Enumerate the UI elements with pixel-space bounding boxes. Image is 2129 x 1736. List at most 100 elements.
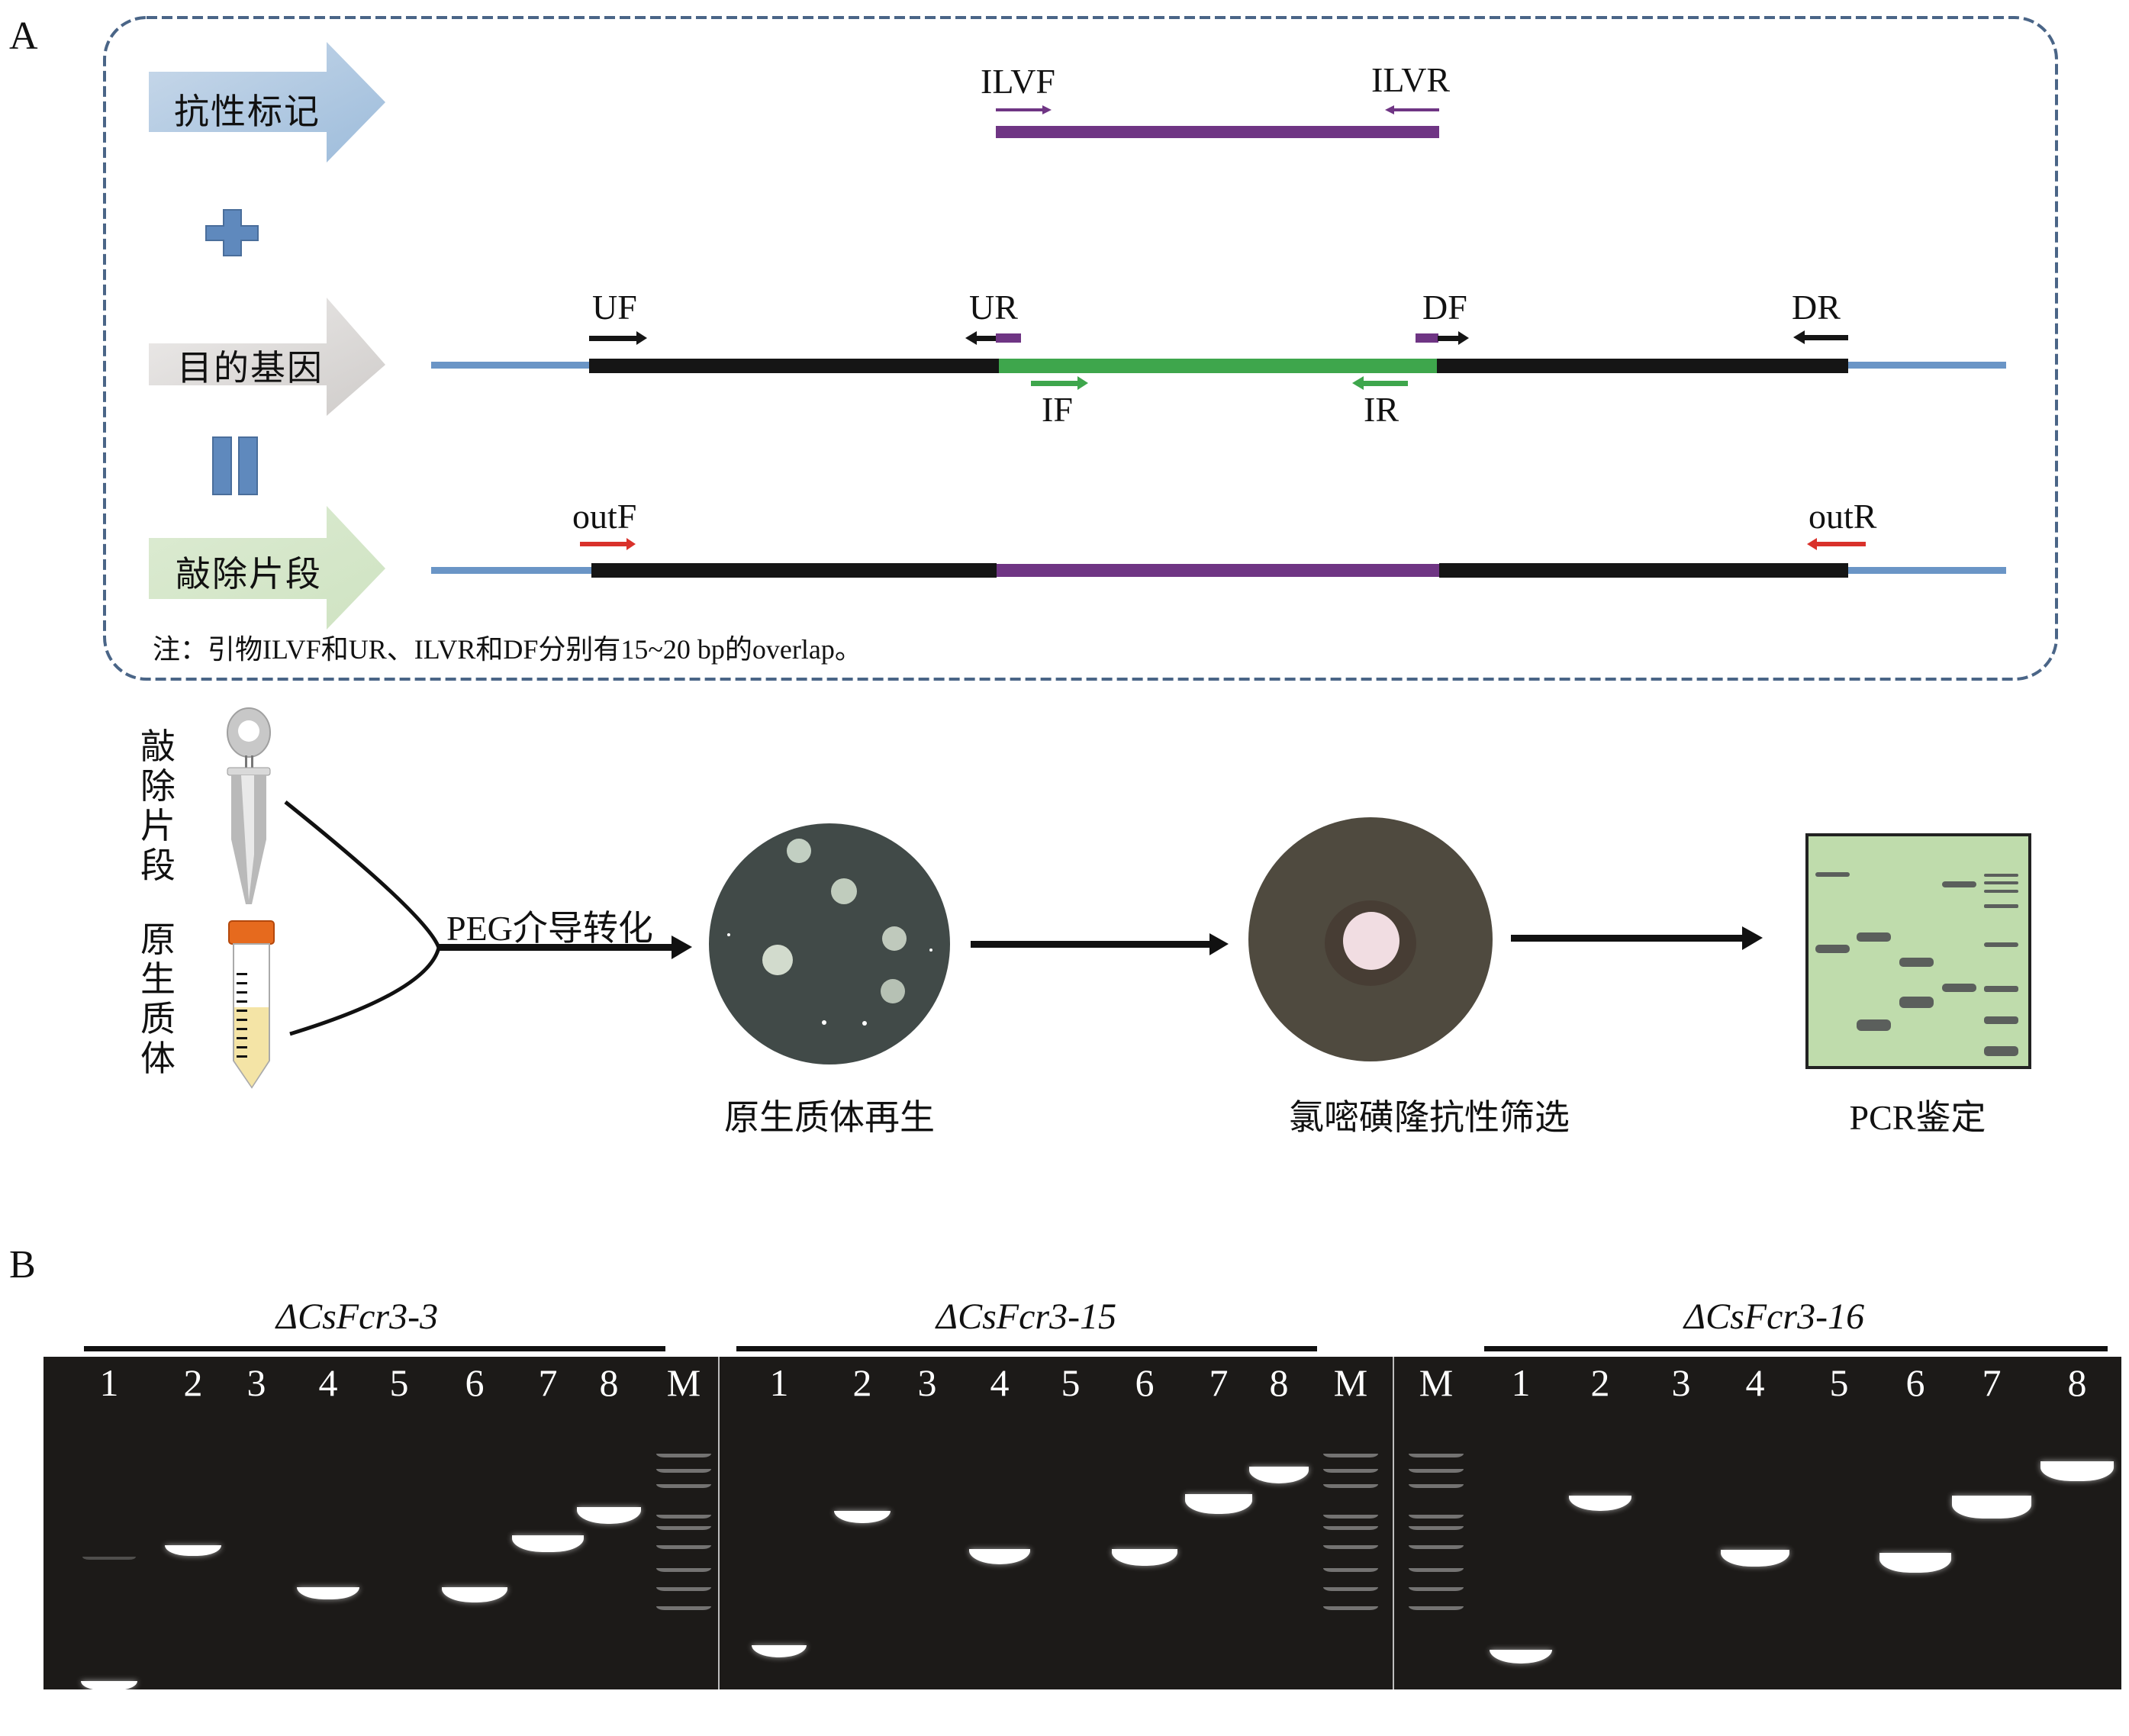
target-gene-bar: [999, 359, 1437, 373]
panel-label-a: A: [9, 14, 38, 58]
row-arrow-resistance-marker: [149, 42, 385, 163]
primer-arrow-ilvr: [1385, 105, 1439, 114]
primer-label-ir: IR: [1364, 390, 1399, 429]
primer-arrow-uf: [589, 331, 647, 345]
primer-label-uf: UF: [592, 288, 637, 327]
ladder-band: [1409, 1606, 1464, 1610]
primer-label-outr: outR: [1809, 497, 1877, 536]
lane-label: 1: [99, 1361, 119, 1404]
primer-arrow-ir: [1352, 376, 1408, 390]
ladder-band: [1409, 1515, 1464, 1519]
lane-label: 4: [1745, 1361, 1765, 1404]
ladder-band: [1409, 1526, 1464, 1530]
tube-label-knockout-fragment: 敲除片段: [140, 726, 176, 886]
dna-band: [752, 1645, 807, 1657]
marker-bar: [996, 126, 1439, 138]
lane-label: 7: [1982, 1361, 2002, 1404]
primer-label-ilvr: ILVR: [1371, 60, 1451, 99]
strain-overline-16: [1484, 1346, 2108, 1351]
ladder-band: [1323, 1526, 1378, 1530]
ladder-band: [656, 1454, 711, 1457]
primer-arrow-ur: [965, 331, 1021, 345]
lane-label: 8: [1269, 1361, 1289, 1404]
lane-label: 3: [1671, 1361, 1691, 1404]
lane-label: 6: [1135, 1361, 1155, 1404]
step-label-selection: 氯嘧磺隆抗性筛选: [1289, 1097, 1570, 1138]
falcon-tube-icon: [228, 920, 275, 1089]
dna-band: [1952, 1496, 2031, 1519]
lane-label: 2: [183, 1361, 203, 1404]
lane-label: 3: [246, 1361, 266, 1404]
dna-band: [1185, 1494, 1252, 1514]
ko-downstream-flank: [1439, 563, 1848, 578]
ladder-band: [1409, 1484, 1464, 1488]
step-label-regeneration: 原生质体再生: [724, 1097, 935, 1138]
genome-line-right: [1848, 362, 2006, 369]
dna-band: [82, 1557, 136, 1560]
lane-label: 2: [852, 1361, 872, 1404]
primer-label-df: DF: [1422, 288, 1467, 327]
dna-band: [1249, 1467, 1309, 1483]
strain-overline-15: [736, 1346, 1317, 1351]
lane-label: M: [666, 1361, 701, 1404]
lane-label: 1: [769, 1361, 789, 1404]
ladder-band: [1409, 1545, 1464, 1549]
strain-label-3: ΔCsFcr3-3: [275, 1296, 439, 1337]
dna-band: [969, 1549, 1030, 1564]
downstream-flank: [1437, 359, 1848, 373]
primer-arrow-outr: [1807, 538, 1866, 550]
dna-band: [1879, 1553, 1951, 1573]
step-arrow-2: [1511, 926, 1763, 950]
row-arrow-knockout-fragment: [149, 506, 385, 630]
ladder-band: [1409, 1568, 1464, 1572]
equals-icon: [212, 436, 258, 495]
primer-label-dr: DR: [1792, 288, 1841, 327]
tube-label-protoplast: 原生质体: [140, 919, 176, 1079]
primer-arrow-dr: [1793, 330, 1848, 344]
dna-band: [442, 1587, 507, 1602]
ladder-band: [1323, 1484, 1378, 1488]
lane-label: 7: [1209, 1361, 1229, 1404]
lane-label: 5: [389, 1361, 409, 1404]
strain-label-15: ΔCsFcr3-15: [936, 1296, 1117, 1337]
genome-line-left: [431, 362, 590, 369]
dna-band: [165, 1545, 221, 1556]
upstream-flank: [589, 359, 999, 373]
primer-label-if: IF: [1042, 390, 1073, 429]
lane-label: 8: [2067, 1361, 2087, 1404]
row-label-target-gene: 目的基因: [177, 347, 324, 388]
dna-band: [1721, 1550, 1789, 1567]
ko-genome-line-right: [1848, 567, 2006, 574]
dna-band: [834, 1511, 891, 1523]
lane-label: 6: [465, 1361, 485, 1404]
regeneration-plate-image: [709, 823, 950, 1064]
lane-label: 6: [1905, 1361, 1925, 1404]
row-label-resistance-marker: 抗性标记: [174, 91, 320, 132]
gel-image: [43, 1357, 2121, 1689]
lane-label: M: [1333, 1361, 1368, 1404]
row-arrow-target-gene: [149, 298, 385, 416]
ladder-band: [656, 1469, 711, 1473]
dna-band: [2040, 1461, 2114, 1481]
ladder-band: [1409, 1587, 1464, 1591]
ladder-band: [1323, 1568, 1378, 1572]
step-arrow-1: [971, 933, 1229, 955]
ladder-band: [1323, 1515, 1378, 1519]
lane-label: 5: [1061, 1361, 1081, 1404]
diagram-note: 注：引物ILVF和UR、ILVR和DF分别有15~20 bp的overlap。: [153, 634, 862, 665]
ladder-band: [1409, 1454, 1464, 1457]
ladder-band: [1323, 1454, 1378, 1457]
ladder-band: [656, 1587, 711, 1591]
merge-bracket: [284, 800, 441, 1036]
ladder-band: [656, 1568, 711, 1572]
ladder-band: [656, 1526, 711, 1530]
lane-label: 3: [917, 1361, 937, 1404]
ladder-band: [1323, 1587, 1378, 1591]
ladder-band: [1323, 1469, 1378, 1473]
ladder-band: [656, 1515, 711, 1519]
panel-label-b: B: [9, 1243, 36, 1287]
ladder-band: [656, 1606, 711, 1610]
ladder-band: [656, 1484, 711, 1488]
construct-diagram: [103, 16, 2058, 1089]
primer-arrow-if: [1031, 376, 1088, 390]
